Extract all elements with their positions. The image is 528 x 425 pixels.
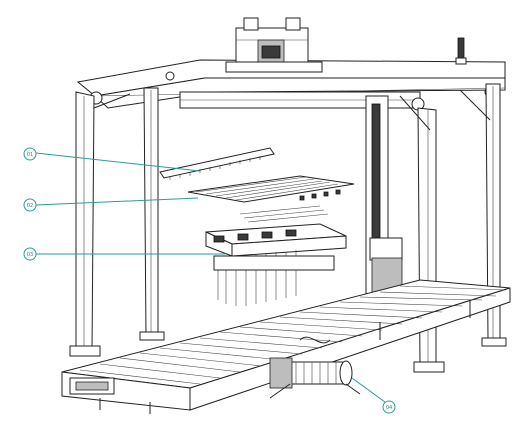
callout-leaders (35, 152, 390, 406)
callout-02-label: 02 (27, 203, 33, 209)
top-drive-unit (225, 17, 323, 73)
callout-03-label: 03 (27, 252, 33, 258)
callout-01: 01 (23, 147, 37, 161)
callout-04-label: 04 (386, 405, 392, 411)
callout-02: 02 (23, 198, 37, 212)
top-frame (76, 59, 506, 111)
callout-04: 04 (382, 400, 396, 414)
callout-03: 03 (23, 247, 37, 261)
tine-fork (187, 175, 355, 203)
roller-conveyor (61, 279, 511, 414)
comb-beam (159, 147, 275, 180)
callout-01-label: 01 (27, 152, 33, 158)
drive-motor (269, 336, 361, 399)
gripper-head (205, 205, 347, 306)
vertical-mast (365, 95, 403, 305)
beacon-light (455, 37, 467, 65)
